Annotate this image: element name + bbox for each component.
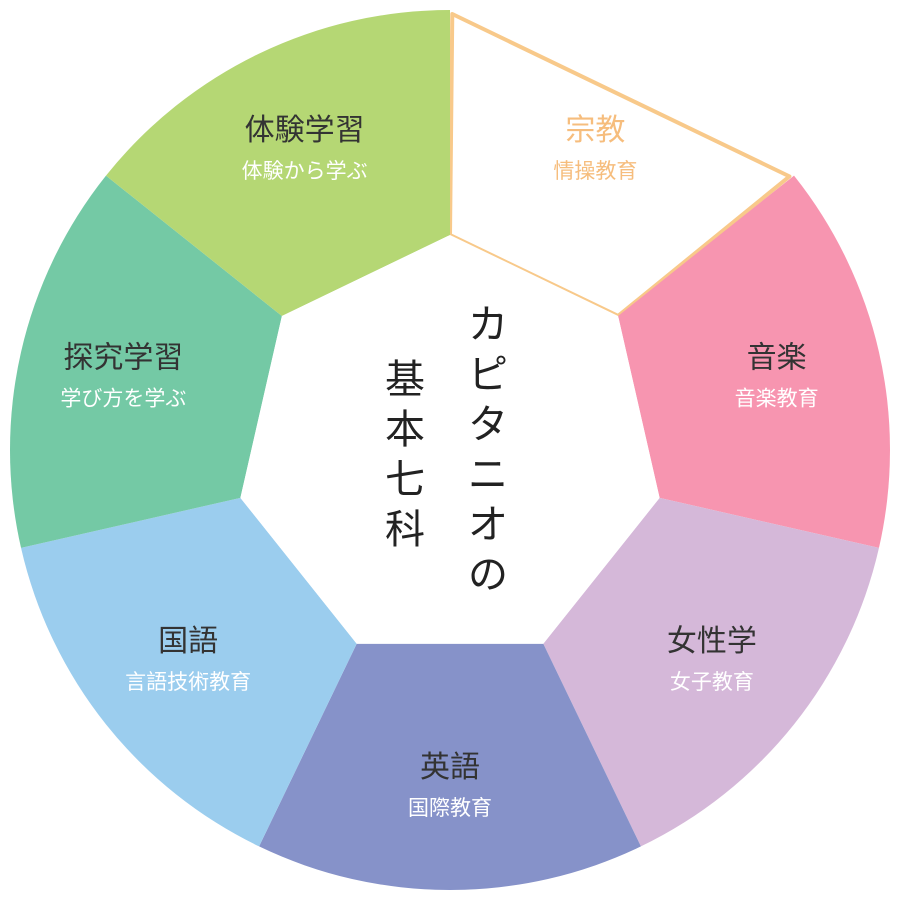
segments-layer [9,10,891,891]
segment-music [618,175,891,548]
center-title-line2-char: 本 [385,407,425,453]
segment-womens-studies [543,497,879,847]
segment-title-religion: 宗教 [565,113,625,148]
center-heptagon [240,235,660,644]
segment-title-experiential: 体験学習 [245,113,365,148]
center-title-line1-char: オ [468,502,508,548]
center-title-line1-char: ピ [468,352,508,398]
center-title-line2-char: 基 [385,357,425,403]
segment-subtitle-religion: 情操教育 [553,159,637,183]
center-title-line1-char: の [468,552,508,598]
segment-title-music: 音楽 [747,340,807,375]
segment-subtitle-womens-studies: 女子教育 [670,670,754,694]
segment-title-womens-studies: 女性学 [667,624,757,659]
segment-english [259,643,641,891]
segment-title-english: 英語 [420,750,480,785]
center-title-line2-char: 科 [385,507,425,553]
segment-title-japanese: 国語 [158,624,218,659]
segment-experiential [105,10,451,316]
segment-inquiry [9,175,282,548]
segment-subtitle-japanese: 言語技術教育 [125,670,251,694]
segment-subtitle-experiential: 体験から学ぶ [242,159,368,183]
segment-subtitle-inquiry: 学び方を学ぶ [60,386,186,410]
center-title-line1-char: タ [468,402,508,448]
center-title-line1-char: ニ [468,452,508,498]
center-title-line1-char: カ [468,302,508,348]
center-title-line2-char: 七 [385,457,425,503]
segment-title-inquiry: 探究学習 [63,340,183,375]
segment-subtitle-english: 国際教育 [408,796,492,820]
segment-subtitle-music: 音楽教育 [735,386,819,410]
segment-japanese [21,497,357,847]
